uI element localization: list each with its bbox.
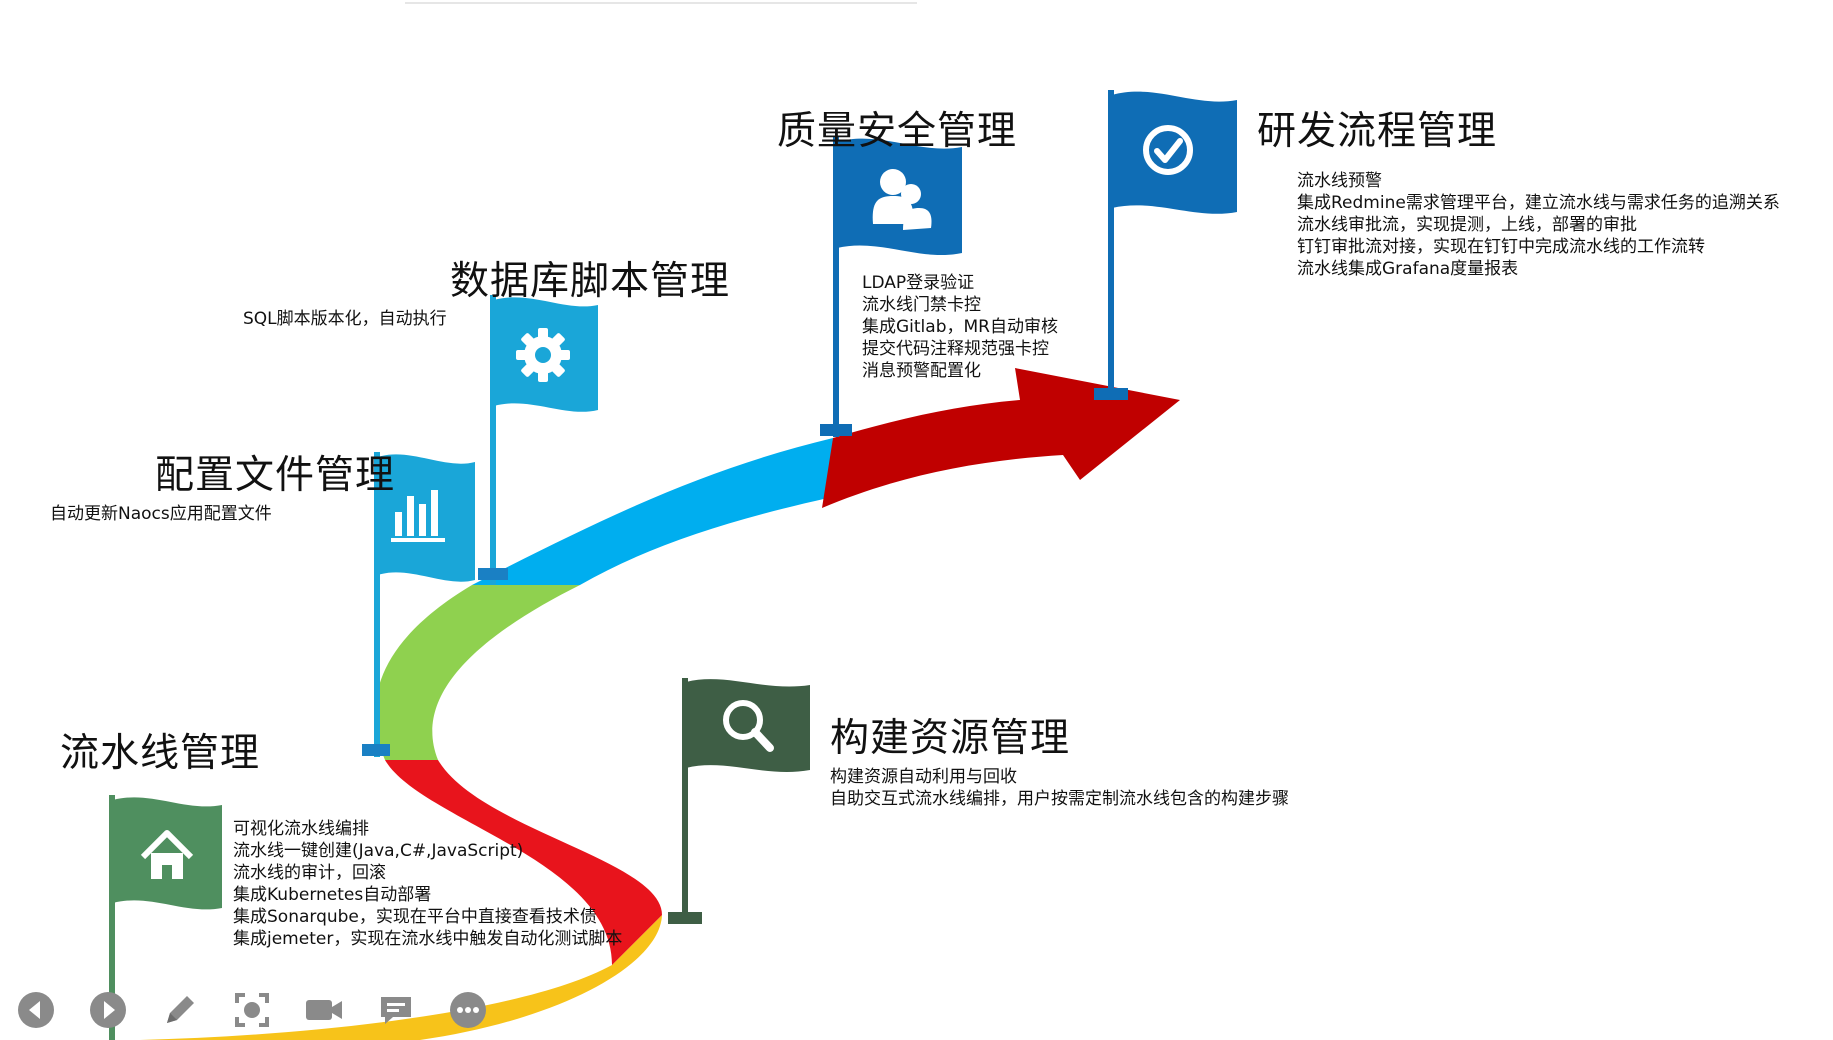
- desc-item: 集成Sonarqube，实现在平台中直接查看技术债: [233, 907, 597, 927]
- stage-desc-build: 构建资源自动利用与回收 自助交互式流水线编排，用户按需定制流水线包含的构建步骤: [830, 766, 1289, 810]
- stage-desc-pipeline: 可视化流水线编排 流水线一键创建(Java,C#,JavaScript) 流水线…: [233, 818, 622, 950]
- desc-item: 流水线门禁卡控: [862, 295, 981, 315]
- focus-icon: [235, 993, 269, 1027]
- road-segment-green: [375, 585, 580, 760]
- stage-desc-config: 自动更新Naocs应用配置文件: [50, 503, 272, 525]
- screenshot-button[interactable]: [232, 990, 272, 1030]
- comment-button[interactable]: [376, 990, 416, 1030]
- flag-process: [1094, 90, 1237, 400]
- more-button[interactable]: [448, 990, 488, 1030]
- desc-item: 流水线一键创建(Java,C#,JavaScript): [233, 841, 524, 861]
- previous-button[interactable]: [16, 990, 56, 1030]
- flag-pipeline: [109, 795, 222, 1040]
- road-segment-blue: [472, 438, 833, 585]
- checkmark-icon: [1143, 125, 1193, 175]
- stage-desc-quality: LDAP登录验证 流水线门禁卡控 集成Gitlab，MR自动审核 提交代码注释规…: [862, 272, 1058, 382]
- desc-item: SQL脚本版本化，自动执行: [243, 309, 447, 329]
- desc-item: 流水线集成Grafana度量报表: [1297, 259, 1519, 279]
- desc-item: 集成Gitlab，MR自动审核: [862, 317, 1058, 337]
- stage-title-quality: 质量安全管理: [777, 109, 1018, 154]
- pen-button[interactable]: [160, 990, 200, 1030]
- more-icon: [450, 992, 486, 1028]
- desc-item: 可视化流水线编排: [233, 819, 369, 839]
- camera-icon: [306, 1000, 342, 1020]
- bar-chart-icon: [391, 490, 445, 542]
- desc-item: 流水线的审计，回滚: [233, 863, 386, 883]
- users-icon: [872, 169, 932, 230]
- stage-title-pipeline: 流水线管理: [60, 731, 261, 776]
- desc-item: 集成Redmine需求管理平台，建立流水线与需求任务的追溯关系: [1297, 193, 1780, 213]
- stage-title-process: 研发流程管理: [1257, 109, 1498, 154]
- desc-item: LDAP登录验证: [862, 273, 975, 293]
- desc-item: 自助交互式流水线编排，用户按需定制流水线包含的构建步骤: [830, 789, 1289, 809]
- flag-build: [668, 678, 810, 924]
- road-segment-red: [385, 760, 662, 965]
- flag-quality: [820, 137, 962, 437]
- stage-title-database: 数据库脚本管理: [450, 259, 731, 304]
- desc-item: 钉钉审批流对接，实现在钉钉中完成流水线的工作流转: [1297, 237, 1705, 257]
- arrow-left-icon: [18, 992, 54, 1028]
- desc-item: 流水线审批流，实现提测，上线，部署的审批: [1297, 215, 1637, 235]
- home-icon: [140, 830, 194, 879]
- desc-item: 构建资源自动利用与回收: [830, 767, 1017, 787]
- presentation-toolbar: [16, 988, 488, 1032]
- road-segment-yellow: [140, 915, 662, 1040]
- desc-item: 流水线预警: [1297, 171, 1382, 191]
- desc-item: 自动更新Naocs应用配置文件: [50, 504, 272, 524]
- stage-desc-process: 流水线预警 集成Redmine需求管理平台，建立流水线与需求任务的追溯关系 流水…: [1297, 170, 1780, 280]
- stage-title-config: 配置文件管理: [155, 453, 396, 498]
- stage-title-build: 构建资源管理: [830, 716, 1071, 761]
- pen-icon: [167, 996, 194, 1023]
- desc-item: 集成Kubernetes自动部署: [233, 885, 432, 905]
- flag-config: [362, 452, 475, 757]
- top-divider: [405, 2, 917, 4]
- gear-icon: [516, 328, 570, 382]
- road-arrow: [822, 368, 1180, 508]
- flag-database: [478, 295, 598, 585]
- video-button[interactable]: [304, 990, 344, 1030]
- stage-desc-database: SQL脚本版本化，自动执行: [243, 308, 447, 330]
- comment-icon: [381, 997, 411, 1024]
- arrow-right-icon: [90, 992, 126, 1028]
- desc-item: 提交代码注释规范强卡控: [862, 339, 1049, 359]
- desc-item: 消息预警配置化: [862, 361, 981, 381]
- next-button[interactable]: [88, 990, 128, 1030]
- magnifier-icon: [723, 700, 774, 752]
- desc-item: 集成jemeter，实现在流水线中触发自动化测试脚本: [233, 929, 623, 949]
